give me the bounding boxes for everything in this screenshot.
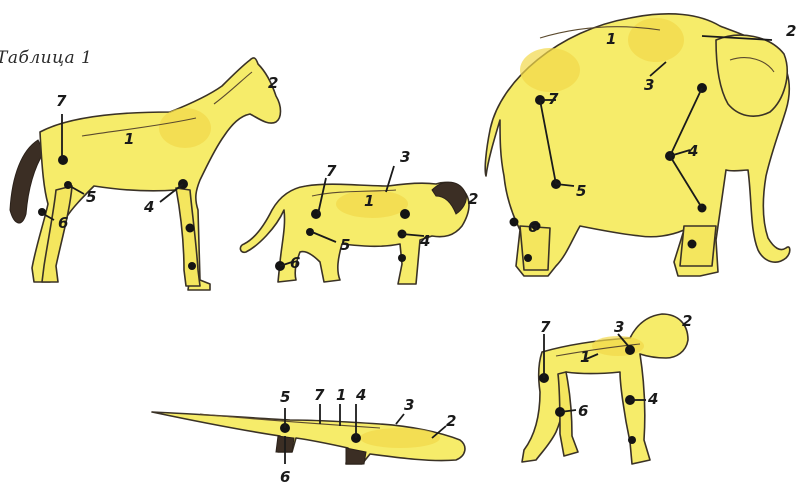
- crocodile-label-6: 6: [280, 468, 290, 486]
- monkey-figure: 7 3 2 1 6 4: [522, 312, 692, 464]
- horse-label-1: 1: [124, 130, 134, 148]
- crocodile-label-2: 2: [446, 412, 456, 430]
- horse-label-7: 7: [56, 92, 67, 110]
- monkey-label-3: 3: [614, 318, 624, 336]
- lion-figure: 7 3 2 1 5 4 6: [240, 148, 478, 284]
- lion-label-6: 6: [290, 254, 300, 272]
- crocodile-label-7: 7: [314, 386, 325, 404]
- lion-label-7: 7: [326, 162, 337, 180]
- horse-label-6: 6: [58, 214, 68, 232]
- monkey-label-6: 6: [578, 402, 588, 420]
- elephant-label-4: 4: [687, 142, 698, 160]
- monkey-label-2: 2: [682, 312, 692, 330]
- elephant-label-1: 1: [606, 30, 616, 48]
- elephant-label-2: 2: [786, 22, 796, 40]
- elephant-label-3: 3: [644, 76, 654, 94]
- crocodile-label-4: 4: [355, 386, 366, 404]
- elephant-figure: 1 2 3 7 4 5 6: [485, 14, 796, 276]
- monkey-label-1: 1: [580, 348, 590, 366]
- lion-label-4: 4: [419, 232, 430, 250]
- crocodile-label-1: 1: [336, 386, 346, 404]
- monkey-label-4: 4: [647, 390, 658, 408]
- lion-label-5: 5: [340, 236, 350, 254]
- elephant-label-7: 7: [548, 90, 559, 108]
- lion-label-1: 1: [364, 192, 374, 210]
- elephant-label-5: 5: [576, 182, 586, 200]
- monkey-label-7: 7: [540, 318, 551, 336]
- crocodile-label-3: 3: [404, 396, 414, 414]
- horse-figure: 7 2 1 5 4 6: [10, 58, 281, 290]
- crocodile-label-5: 5: [280, 388, 290, 406]
- horse-label-2: 2: [268, 74, 278, 92]
- horse-label-5: 5: [86, 188, 96, 206]
- elephant-label-6: 6: [528, 218, 538, 236]
- lion-label-2: 2: [468, 190, 478, 208]
- lion-label-3: 3: [400, 148, 410, 166]
- horse-label-4: 4: [143, 198, 154, 216]
- crocodile-figure: 5 7 1 4 3 2 6: [152, 386, 465, 486]
